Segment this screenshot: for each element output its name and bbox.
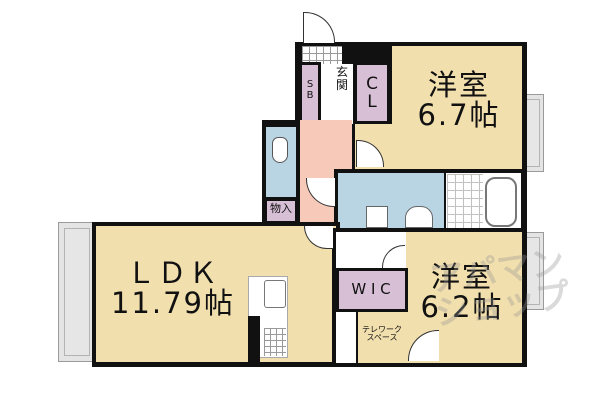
wic-label: W I C <box>351 280 391 298</box>
entrance-label: 玄関 <box>335 65 348 92</box>
wash-basin <box>405 206 433 228</box>
kitchen-sink <box>264 280 286 308</box>
toilet-fixture <box>272 137 288 163</box>
watermark: アパマンショップ <box>427 241 573 335</box>
telework-left <box>336 312 356 363</box>
wic <box>336 268 408 312</box>
balcony-left <box>58 222 96 362</box>
balcony-upper-right <box>522 94 544 172</box>
entrance-hall <box>318 64 353 124</box>
storage-label: 物入 <box>270 202 292 215</box>
kitchen-wall <box>248 316 260 362</box>
washing-machine <box>366 206 388 228</box>
room-western-1 <box>392 46 522 170</box>
stove <box>264 328 286 356</box>
telework-space <box>358 312 406 363</box>
closet <box>354 62 390 124</box>
bathtub <box>485 177 517 227</box>
bathroom-tile <box>447 174 483 228</box>
telework-label: テレワークスペース <box>362 325 402 343</box>
entrance-door[interactable] <box>303 12 335 43</box>
entrance-tile <box>302 46 342 64</box>
ldk <box>96 226 336 362</box>
